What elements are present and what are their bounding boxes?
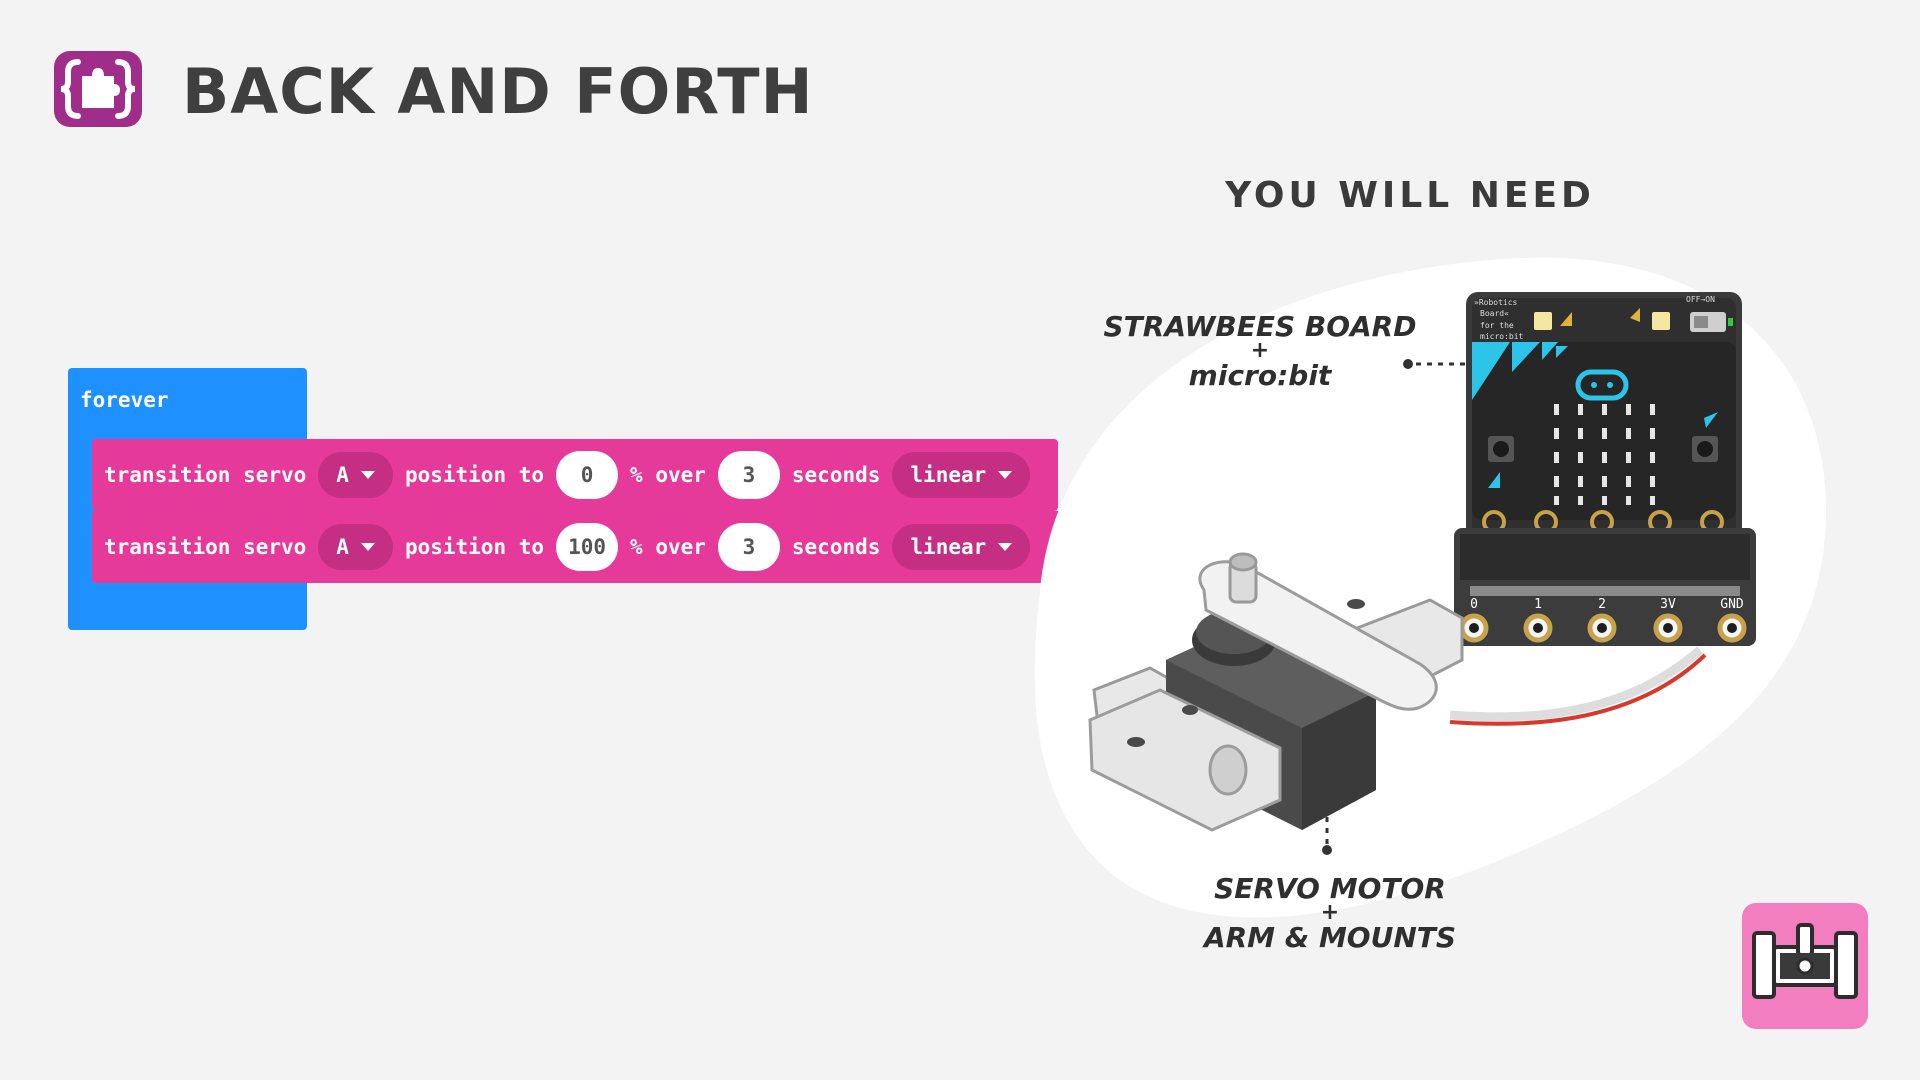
- transition-servo-block-1[interactable]: transition servo A position to 0 % over …: [92, 439, 1058, 511]
- seconds-value-input[interactable]: 3: [717, 523, 780, 571]
- easing-dropdown-value: linear: [910, 535, 987, 559]
- chevron-down-icon: [360, 471, 375, 479]
- switch-label: OFF→ON: [1686, 295, 1715, 304]
- position-value-input[interactable]: 0: [556, 451, 619, 499]
- servo-dropdown[interactable]: A: [318, 524, 393, 570]
- pin-label: 0: [1470, 597, 1478, 612]
- transition-servo-label: transition servo: [104, 535, 307, 559]
- seconds-value-input[interactable]: 3: [717, 451, 780, 499]
- forever-label: forever: [80, 388, 169, 412]
- pin-label: 3V: [1660, 597, 1676, 612]
- servo-robot-icon[interactable]: [1742, 903, 1868, 1029]
- servo-cable-red: [1449, 653, 1707, 726]
- servo-dropdown[interactable]: A: [318, 452, 393, 498]
- pin-labels: 0 1 2 3V GND: [1470, 597, 1744, 612]
- board-label-line-1: STRAWBEES BOARD: [1103, 310, 1417, 343]
- servo-label-line-2: ARM & MOUNTS: [1203, 921, 1457, 954]
- servo-motor: [1088, 552, 1464, 832]
- servo-dropdown-value: A: [336, 535, 349, 559]
- leader-dot: [1322, 845, 1332, 855]
- seconds-label: seconds: [791, 535, 881, 559]
- position-value-input[interactable]: 100: [556, 523, 619, 571]
- position-to-label: position to: [404, 463, 545, 487]
- servo-cable: [1449, 646, 1703, 722]
- silkscreen-line-1: »Robotics: [1474, 298, 1518, 307]
- silkscreen-line-2: Board«: [1480, 309, 1509, 318]
- easing-dropdown[interactable]: linear: [892, 524, 1031, 570]
- transition-servo-label: transition servo: [104, 463, 307, 487]
- pin-label: 1: [1534, 597, 1542, 612]
- percent-over-label: % over: [630, 463, 706, 487]
- pin-label: GND: [1720, 597, 1744, 612]
- page-title: BACK AND FORTH: [182, 55, 814, 128]
- puzzle-brackets-icon: [54, 51, 142, 127]
- pin-label: 2: [1598, 597, 1606, 612]
- chevron-down-icon: [998, 543, 1013, 551]
- transition-servo-block-2[interactable]: transition servo A position to 100 % ove…: [92, 511, 1070, 583]
- servo-label-plus: +: [1320, 900, 1340, 925]
- strawbees-board: [1454, 292, 1756, 646]
- board-label: STRAWBEES BOARD + micro:bit: [1100, 310, 1420, 392]
- leader-dot: [1403, 359, 1413, 369]
- you-will-need-title: YOU WILL NEED: [1225, 175, 1595, 216]
- servo-label-line-1: SERVO MOTOR: [1214, 872, 1446, 905]
- easing-dropdown-value: linear: [910, 463, 987, 487]
- percent-over-label: % over: [630, 535, 706, 559]
- board-silkscreen: »Robotics Board« for the micro:bit OFF→O…: [1474, 295, 1715, 341]
- board-label-line-2: micro:bit: [1188, 359, 1332, 392]
- servo-label: SERVO MOTOR + ARM & MOUNTS: [1170, 872, 1490, 954]
- chevron-down-icon: [998, 471, 1013, 479]
- seconds-label: seconds: [791, 463, 881, 487]
- silkscreen-line-4: micro:bit: [1480, 332, 1524, 341]
- chevron-down-icon: [360, 543, 375, 551]
- board-label-plus: +: [1250, 338, 1270, 363]
- position-to-label: position to: [404, 535, 545, 559]
- servo-dropdown-value: A: [336, 463, 349, 487]
- easing-dropdown[interactable]: linear: [892, 452, 1031, 498]
- silkscreen-line-3: for the: [1480, 321, 1514, 330]
